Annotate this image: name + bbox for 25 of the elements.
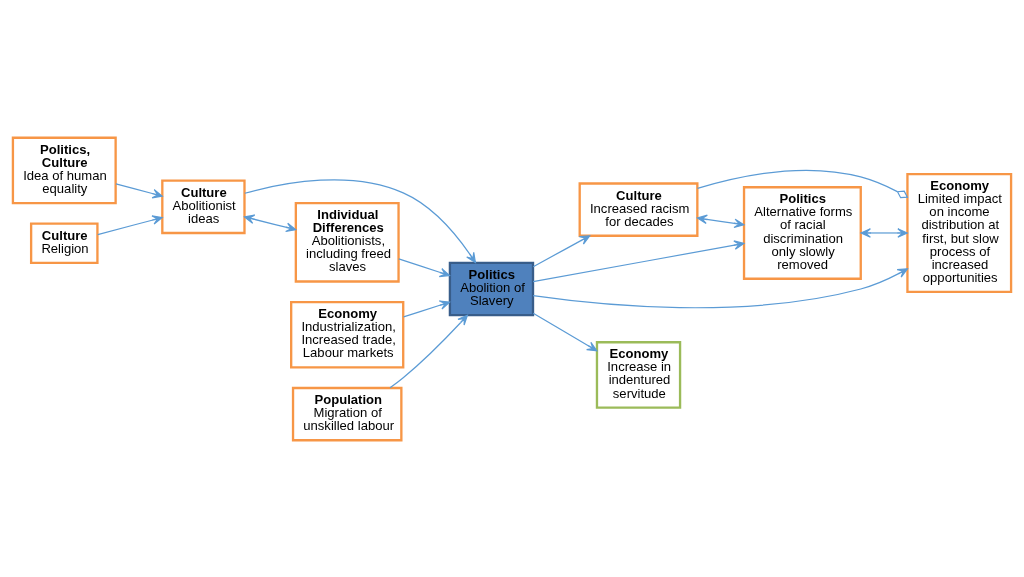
arrow (532, 234, 591, 267)
node-box: Economy Industrialization, Increased trade, Labour markets (290, 300, 405, 369)
arrow (115, 182, 163, 198)
arrow (532, 312, 598, 351)
node-box: Individual Differences Abolitionists, including freed slaves (294, 201, 400, 283)
node-box: Politics Alternative forms of racial discrimination only slowly removed (742, 185, 862, 280)
arrow (244, 178, 476, 263)
node-box: Economy Increase in indentured servitude (595, 340, 682, 409)
arrow (403, 299, 451, 318)
node-box: Politics, Culture Idea of human equality (11, 136, 117, 204)
node-box: Culture Religion (29, 221, 99, 264)
node-box: Population Migration of unskilled labour (291, 386, 403, 441)
connector (696, 169, 909, 198)
arrow (398, 257, 451, 277)
node-box: Culture Increased racism for decades (578, 181, 699, 237)
arrow (244, 214, 297, 232)
arrow (532, 267, 908, 308)
node-box: Culture Abolitionist ideas (161, 179, 246, 234)
node-box: Economy Limited impact on income distribution at first, but slow process of increased opportunities (906, 172, 1013, 293)
arrow (97, 214, 163, 235)
arrow (389, 314, 468, 388)
arrow (860, 227, 908, 238)
arrow (696, 214, 745, 228)
node-box: Politics Abolition of Slavery (448, 261, 535, 316)
arrow (532, 239, 745, 282)
